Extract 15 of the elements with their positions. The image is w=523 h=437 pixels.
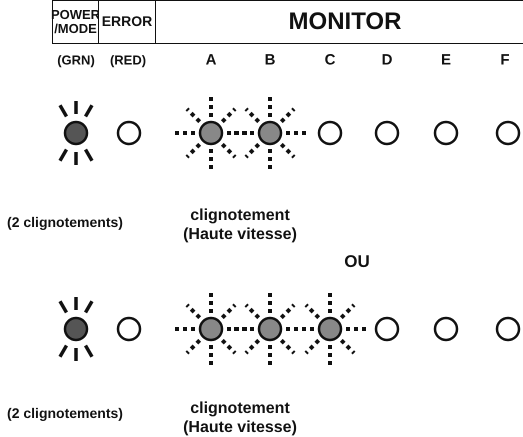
column-letter: C — [324, 52, 336, 68]
color-label: (GRN) — [57, 52, 95, 68]
note-text: (2 clignotements) — [7, 214, 123, 230]
column-letter: A — [206, 52, 216, 68]
column-letter: F — [500, 52, 510, 68]
column-letter: D — [382, 52, 392, 68]
note-text: clignotement (Haute vitesse) — [182, 206, 298, 244]
column-letter: E — [441, 52, 451, 68]
column-letter: B — [264, 52, 276, 68]
color-label: (RED) — [110, 52, 146, 68]
table-header-cell: ERROR — [98, 0, 156, 44]
note-text: clignotement (Haute vitesse) — [182, 398, 298, 437]
note-text: (2 clignotements) — [7, 405, 123, 421]
table-header-cell: MONITOR — [155, 0, 523, 44]
note-text: OU — [344, 252, 370, 272]
